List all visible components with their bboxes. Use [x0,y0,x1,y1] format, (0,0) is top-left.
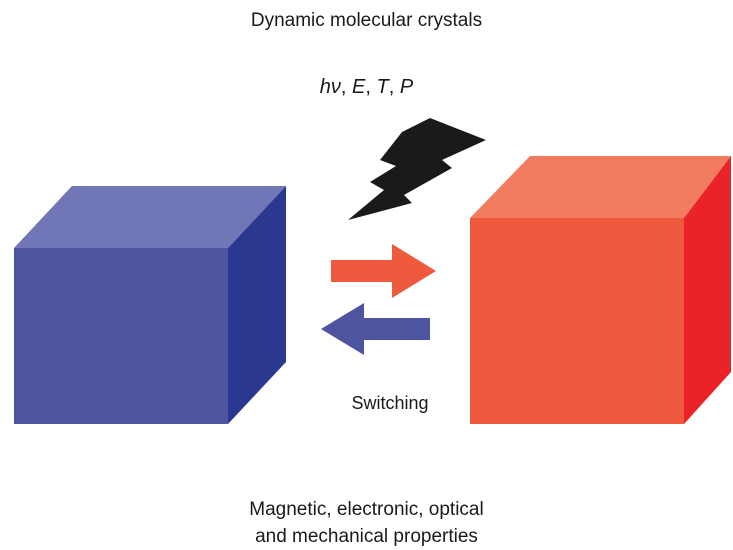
red-cube-front-face [470,218,684,424]
stimulus-nu: ν [330,76,341,98]
caption-line-2: and mechanical properties [255,526,478,547]
stimulus-separator: , [340,76,353,98]
red-cube-side-face [684,156,731,424]
red-cube-top-face [470,156,731,218]
stimulus-temperature: T [376,76,389,98]
switching-label: Switching [351,393,429,413]
arrow-left-icon [321,303,430,355]
stimuli-label: hν, E, T, P [0,76,733,99]
arrow-right-icon [331,244,436,298]
diagram-title: Dynamic molecular crystals [250,10,483,31]
blue-cube-front-face [14,248,228,424]
stimulus-pressure: P [399,76,414,98]
blue-crystal-cube [14,186,286,424]
caption-line-1: Magnetic, electronic, optical [249,499,484,520]
red-crystal-cube [470,156,731,424]
stimulus-h: h [319,76,331,98]
stimulus-separator: , [365,76,377,98]
stimulus-electric-field: E [352,76,366,98]
lightning-bolt-icon [348,118,486,220]
properties-caption: Magnetic, electronic, optical and mechan… [0,496,733,550]
stimulus-separator: , [388,76,400,98]
blue-cube-top-face [14,186,286,248]
blue-cube-side-face [228,186,286,424]
